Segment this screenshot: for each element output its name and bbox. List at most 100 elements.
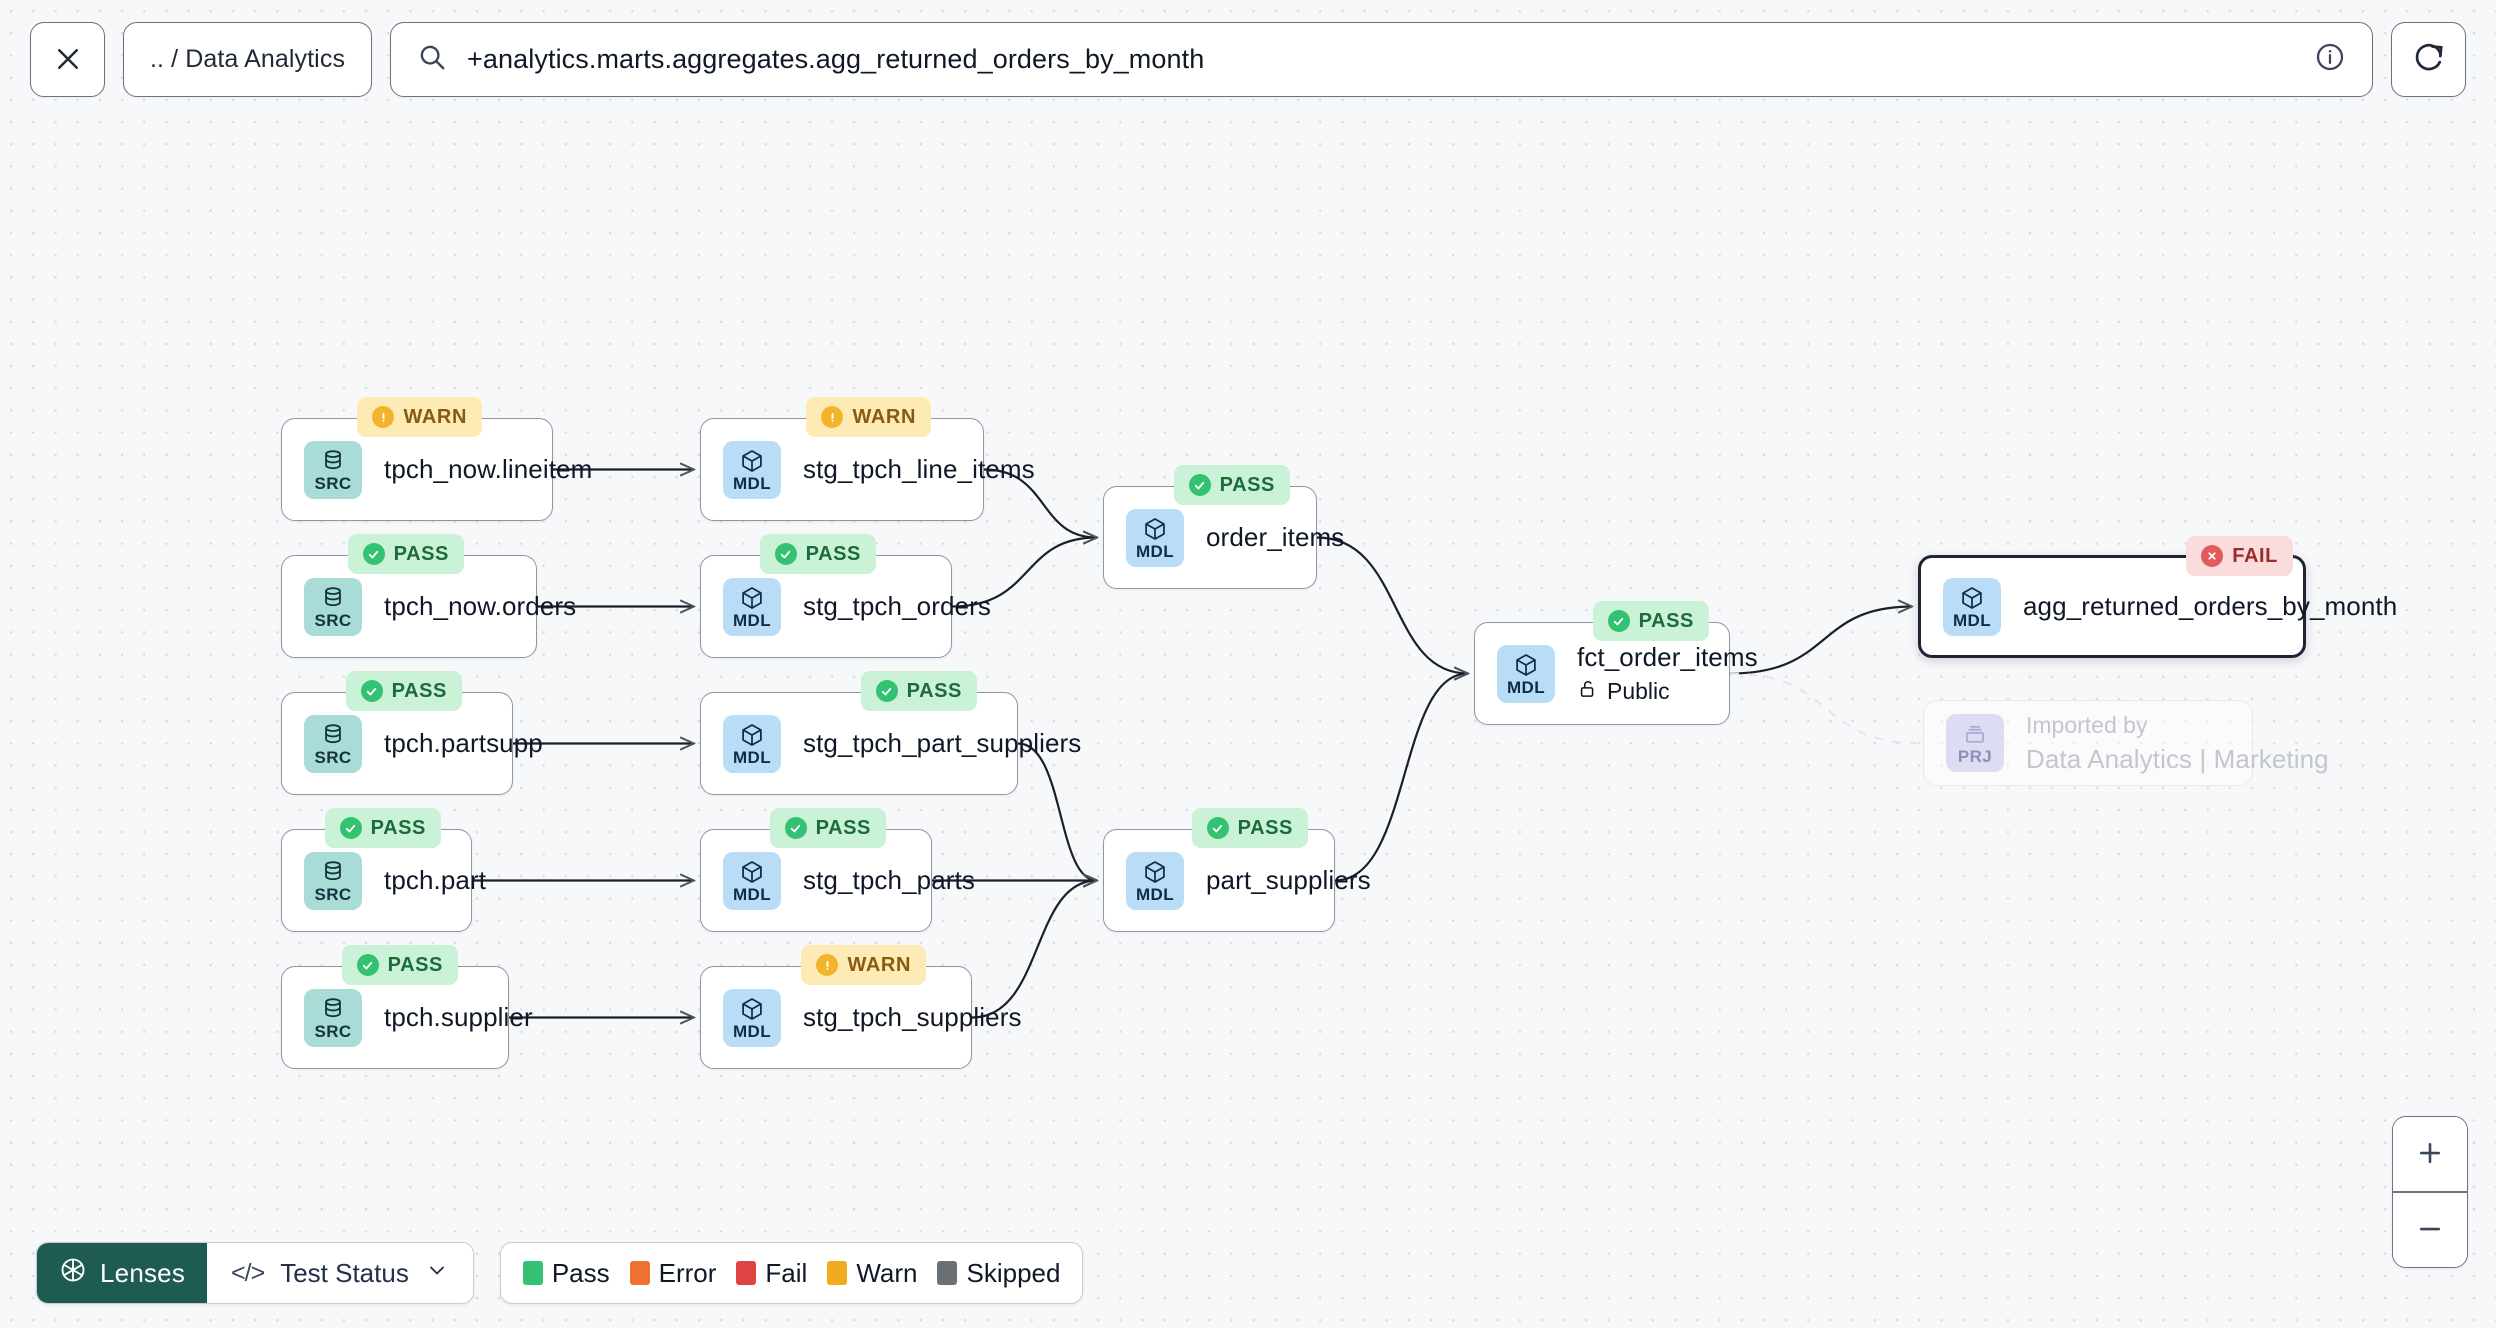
node-body: part_suppliers bbox=[1206, 865, 1371, 896]
status-badge-label: FAIL bbox=[2232, 544, 2278, 567]
node-type-label: SRC bbox=[314, 473, 352, 493]
legend-item-fail[interactable]: Fail bbox=[736, 1258, 807, 1289]
close-icon bbox=[53, 44, 83, 74]
graph-node-tpch_partsupp[interactable]: SRC tpch.partsupp PASS bbox=[281, 671, 543, 795]
status-badge-pass: PASS bbox=[1173, 465, 1290, 505]
legend-swatch-icon bbox=[629, 1261, 650, 1285]
edge-stg_tpch_part_suppliers-to-part_suppliers bbox=[1017, 742, 1097, 881]
status-dot-icon bbox=[774, 543, 797, 565]
status-badge-pass: PASS bbox=[1592, 601, 1709, 641]
node-title: stg_tpch_orders bbox=[803, 591, 991, 621]
src-glyph-icon bbox=[320, 448, 346, 474]
graph-node-stg_tpch_orders[interactable]: MDL stg_tpch_orders PASS bbox=[700, 534, 991, 658]
node-title: stg_tpch_suppliers bbox=[803, 1002, 1022, 1032]
mdl-type-icon: MDL bbox=[723, 988, 781, 1047]
status-badge-label: WARN bbox=[852, 405, 916, 428]
unlock-icon bbox=[1577, 678, 1599, 706]
graph-node-part_suppliers[interactable]: MDL part_suppliers PASS bbox=[1103, 808, 1371, 932]
status-badge-warn: WARN bbox=[801, 945, 926, 985]
node-type-label: SRC bbox=[314, 1021, 352, 1041]
src-type-icon: SRC bbox=[304, 851, 362, 910]
legend-swatch-icon bbox=[937, 1261, 958, 1285]
status-badge-label: PASS bbox=[391, 679, 447, 702]
edge-stg_tpch_suppliers-to-part_suppliers bbox=[971, 881, 1097, 1019]
legend-item-skipped[interactable]: Skipped bbox=[937, 1258, 1060, 1289]
legend-item-warn[interactable]: Warn bbox=[827, 1258, 917, 1289]
zoom-in-button[interactable] bbox=[2393, 1117, 2467, 1192]
status-dot-icon bbox=[2201, 545, 2224, 567]
src-glyph-icon bbox=[320, 859, 346, 885]
legend-label: Warn bbox=[856, 1257, 918, 1288]
status-dot-icon bbox=[784, 817, 807, 839]
refresh-button[interactable] bbox=[2391, 21, 2466, 97]
node-title: tpch_now.lineitem bbox=[384, 454, 593, 484]
test-status-dropdown[interactable]: </> Test Status bbox=[207, 1243, 473, 1303]
search-bar[interactable]: +analytics.marts.aggregates.agg_returned… bbox=[390, 21, 2373, 97]
close-button[interactable] bbox=[30, 21, 105, 97]
mdl-type-icon: MDL bbox=[1943, 577, 2001, 636]
breadcrumb: .. / Data Analytics bbox=[150, 44, 346, 73]
mdl-type-icon: MDL bbox=[723, 851, 781, 910]
legend-label: Pass bbox=[551, 1257, 610, 1288]
node-kicker: Imported by bbox=[2026, 711, 2148, 738]
legend-item-pass[interactable]: Pass bbox=[522, 1257, 610, 1289]
node-type-label: MDL bbox=[732, 610, 772, 630]
node-title: Data Analytics | Marketing bbox=[2026, 743, 2329, 774]
mdl-glyph-icon bbox=[739, 996, 765, 1022]
graph-node-stg_tpch_suppliers[interactable]: MDL stg_tpch_suppliers WARN bbox=[700, 945, 1022, 1069]
status-badge-label: PASS bbox=[1237, 816, 1293, 839]
node-type-label: MDL bbox=[1952, 610, 1992, 630]
breadcrumb-button[interactable]: .. / Data Analytics bbox=[123, 21, 373, 97]
node-type-label: SRC bbox=[314, 884, 352, 904]
mdl-type-icon: MDL bbox=[1126, 851, 1184, 910]
status-badge-pass: PASS bbox=[759, 534, 876, 574]
status-badge-fail: FAIL bbox=[2186, 536, 2293, 576]
chevron-down-icon bbox=[425, 1258, 449, 1289]
legend-label: Error bbox=[658, 1257, 717, 1288]
src-type-icon: SRC bbox=[304, 440, 362, 499]
status-badge-label: PASS bbox=[387, 953, 443, 976]
lenses-button[interactable]: Lenses bbox=[37, 1243, 208, 1303]
node-body: Imported by Data Analytics | Marketing bbox=[2026, 711, 2329, 775]
refresh-icon bbox=[2412, 40, 2446, 79]
status-dot-icon bbox=[372, 406, 395, 428]
status-dot-icon bbox=[362, 543, 385, 565]
minus-icon bbox=[2415, 1214, 2445, 1247]
legend-label: Fail bbox=[765, 1257, 808, 1288]
test-status-label: Test Status bbox=[280, 1257, 409, 1288]
node-title: order_items bbox=[1206, 522, 1345, 552]
status-badge-pass: PASS bbox=[345, 671, 462, 711]
mdl-glyph-icon bbox=[1959, 585, 1985, 611]
info-icon[interactable] bbox=[2314, 41, 2346, 78]
edge-fct_order_items-to-imported_by bbox=[1729, 672, 1918, 744]
src-type-icon: SRC bbox=[304, 988, 362, 1047]
mdl-glyph-icon bbox=[739, 448, 765, 474]
search-icon bbox=[417, 42, 447, 77]
lenses-label: Lenses bbox=[100, 1257, 186, 1288]
mdl-glyph-icon bbox=[739, 859, 765, 885]
zoom-out-button[interactable] bbox=[2393, 1193, 2467, 1267]
search-input[interactable]: +analytics.marts.aggregates.agg_returned… bbox=[467, 43, 1205, 74]
node-body: tpch.part bbox=[384, 865, 486, 896]
legend-item-error[interactable]: Error bbox=[629, 1257, 717, 1289]
node-body: tpch.partsupp bbox=[384, 728, 543, 759]
status-dot-icon bbox=[1607, 610, 1630, 632]
legend-swatch-icon bbox=[736, 1261, 757, 1285]
node-type-label: SRC bbox=[314, 747, 352, 767]
edge-part_suppliers-to-fct_order_items bbox=[1334, 674, 1468, 882]
node-body: stg_tpch_orders bbox=[803, 591, 991, 622]
